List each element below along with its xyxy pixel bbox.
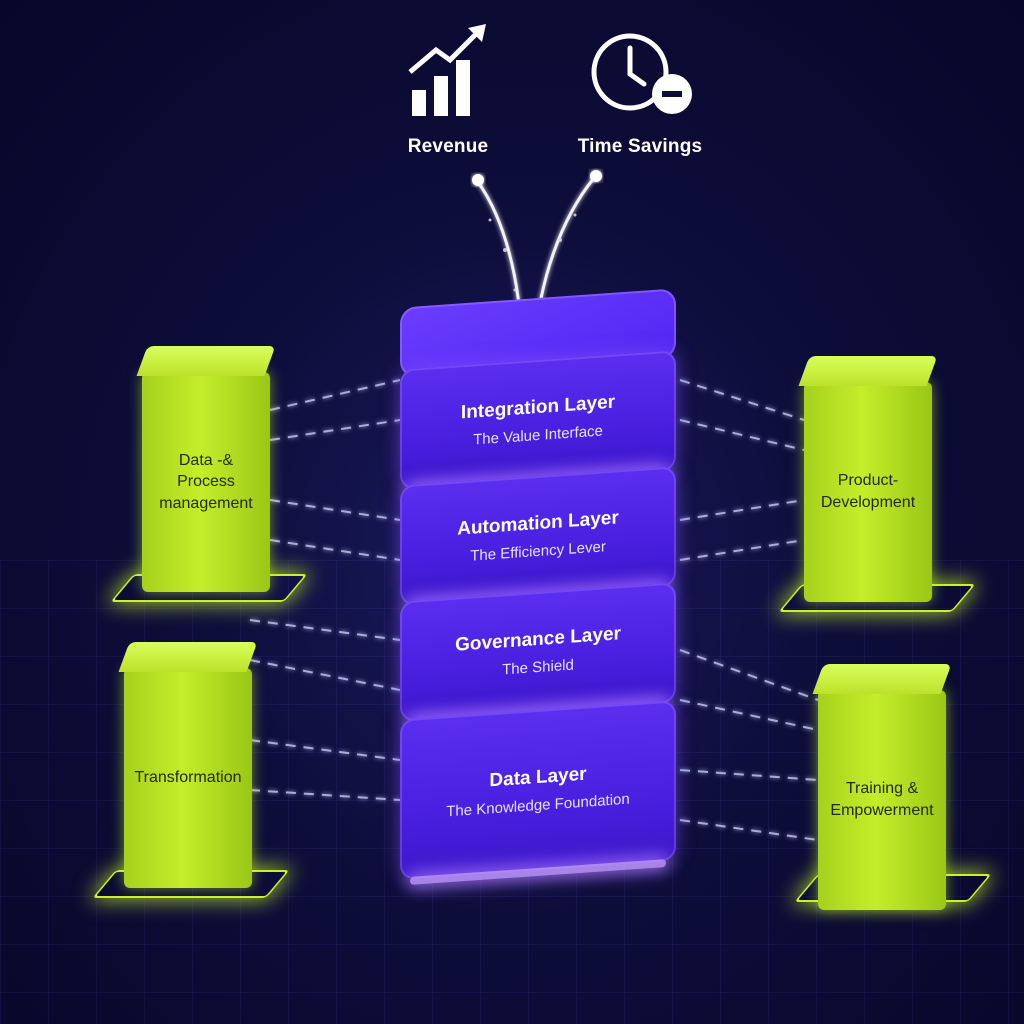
layer-title: Data Layer <box>489 763 587 791</box>
revenue-metric: Revenue <box>388 20 508 158</box>
pillar-product-development: Product- Development <box>804 382 932 602</box>
time-savings-label: Time Savings <box>577 136 703 157</box>
pillar-transformation: Transformation <box>124 668 252 888</box>
revenue-label: Revenue <box>407 136 489 157</box>
layer-subtitle: The Shield <box>502 655 574 679</box>
pillar-label-line: Development <box>820 494 916 511</box>
layer-title: Integration Layer <box>460 391 616 423</box>
pillar-label-line: Empowerment <box>830 802 934 819</box>
pillar-training-empowerment: Training & Empowerment <box>818 690 946 910</box>
layer-title: Governance Layer <box>455 622 621 656</box>
layer-subtitle: The Efficiency Lever <box>470 537 606 565</box>
data-layer: Data Layer The Knowledge Foundation <box>400 700 676 880</box>
layer-subtitle: The Value Interface <box>473 421 603 449</box>
pillar-label-line: Training & <box>845 780 919 798</box>
layer-title: Automation Layer <box>457 506 619 540</box>
pillar-label-line: Process <box>177 473 235 491</box>
pillar-label: Training & Empowerment <box>818 778 945 821</box>
pillar-label: Product- Development <box>809 470 927 513</box>
pillar-data-process-management: Data -& Process management <box>142 372 270 592</box>
pillar-label-line: Product- <box>837 472 899 490</box>
pillar-label: Transformation <box>134 769 242 787</box>
clock-minus-icon <box>591 33 692 114</box>
pillar-label: Data -& Process management <box>147 450 264 515</box>
time-savings-metric: Time Savings <box>560 26 720 158</box>
governance-layer: Governance Layer The Shield <box>400 582 676 722</box>
pillar-label-line: Data -& <box>178 451 234 469</box>
pillar-label-line: management <box>159 494 253 512</box>
layer-subtitle: The Knowledge Foundation <box>446 790 630 820</box>
bar-chart-arrow-icon <box>408 24 486 116</box>
